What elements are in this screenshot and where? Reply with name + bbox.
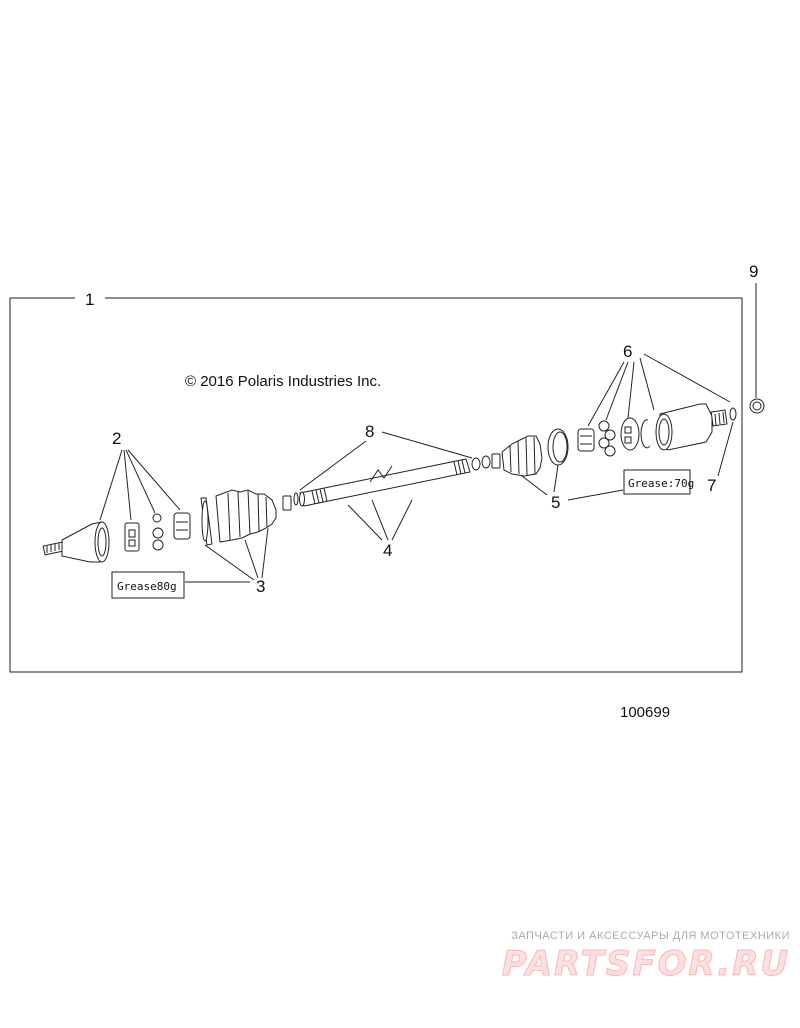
copyright-text: © 2016 Polaris Industries Inc. (185, 373, 381, 390)
o-ring-7 (729, 407, 737, 421)
svg-text:Grease80g: Grease80g (117, 580, 177, 593)
callout-4: 4 (383, 541, 392, 560)
leader-5 (521, 464, 624, 501)
callout-1: 1 (85, 290, 94, 309)
grease-label-left: Grease80g (111, 571, 185, 599)
callout-8: 8 (365, 422, 374, 441)
half-shaft (299, 458, 471, 507)
watermark-logo: PARTSFOR.RU (501, 944, 790, 985)
watermark-tagline: ЗАПЧАСТИ И АКСЕССУАРЫ ДЛЯ МОТОТЕХНИКИ (511, 930, 790, 942)
callout-5: 5 (551, 493, 560, 512)
snap-ring-right-2 (481, 455, 491, 469)
leader-4 (347, 499, 413, 541)
svg-text:Grease:70g: Grease:70g (628, 477, 694, 490)
leader-6 (587, 353, 731, 427)
callout-9: 9 (749, 262, 758, 281)
snap-ring-right (471, 457, 481, 471)
snap-ring-left (293, 492, 299, 506)
leader-8 (299, 431, 473, 491)
seal-9 (749, 398, 765, 414)
leader-3 (185, 527, 269, 583)
outer-boot-kit (200, 489, 292, 546)
watermark: ЗАПЧАСТИ И АКСЕССУАРЫ ДЛЯ МОТОТЕХНИКИ PA… (480, 930, 790, 985)
leader-7 (717, 421, 734, 477)
inner-boot-kit (491, 428, 569, 477)
outer-cv-joint (42, 512, 191, 563)
leader-2 (99, 449, 181, 521)
assembly-frame (9, 297, 743, 673)
callout-7: 7 (707, 476, 716, 495)
grease-label-right: Grease:70g (623, 469, 694, 495)
callout-6: 6 (623, 342, 632, 361)
figure-number: 100699 (620, 704, 670, 721)
seal-9-inner (752, 401, 762, 411)
callout-2: 2 (112, 429, 121, 448)
callout-3: 3 (256, 577, 265, 596)
inner-cv-joint (577, 403, 728, 457)
